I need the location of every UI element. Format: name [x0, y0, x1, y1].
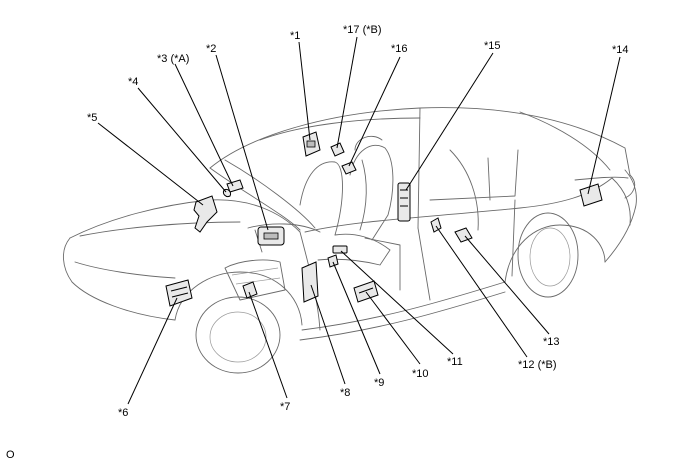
- leader-3: [174, 63, 234, 187]
- leader-12: [435, 225, 528, 358]
- leader-6: [127, 297, 178, 405]
- component-15: [397, 182, 411, 222]
- component-10: [353, 280, 379, 303]
- callout-2: *2: [206, 43, 216, 55]
- leader-11: [340, 250, 454, 355]
- component-12: [430, 217, 442, 233]
- components: [165, 131, 603, 307]
- car-outline: [63, 107, 637, 374]
- callout-17: *17 (*B): [343, 24, 382, 36]
- callout-7: *7: [280, 401, 290, 413]
- footer-code: O: [6, 449, 15, 461]
- callout-9: *9: [374, 377, 384, 389]
- component-1-detail: [306, 140, 316, 148]
- component-14: [579, 183, 603, 207]
- callout-10: *10: [412, 368, 429, 380]
- leader-14: [587, 56, 621, 195]
- component-2-detail: [263, 232, 279, 240]
- callout-11: *11: [447, 356, 463, 368]
- leader-13: [464, 235, 550, 335]
- callout-16: *16: [391, 43, 408, 55]
- callout-14: *14: [612, 44, 629, 56]
- leader-15: [405, 52, 494, 191]
- leader-lines: [97, 36, 621, 405]
- component-7: [242, 281, 258, 299]
- callout-labels: *1 *2 *3 (*A) *4 *5 *6 *7 *8 *9 *10 *11 …: [87, 24, 629, 419]
- callout-12: *12 (*B): [518, 359, 557, 371]
- callout-8: *8: [340, 387, 350, 399]
- callout-3: *3 (*A): [157, 53, 189, 65]
- leader-9: [332, 261, 381, 375]
- component-16: [341, 161, 357, 175]
- leader-16: [348, 56, 401, 167]
- leader-4: [137, 87, 227, 193]
- leader-5: [97, 122, 204, 206]
- component-8: [301, 261, 319, 303]
- callout-5: *5: [87, 112, 97, 124]
- component-17: [330, 142, 345, 157]
- callout-15: *15: [484, 40, 501, 52]
- component-3: [226, 179, 244, 193]
- component-5: [193, 195, 218, 233]
- callout-6: *6: [118, 407, 128, 419]
- component-13: [454, 227, 473, 243]
- callout-1: *1: [290, 30, 300, 42]
- component-11: [332, 245, 348, 254]
- leader-2: [215, 54, 269, 231]
- leader-17: [336, 36, 358, 149]
- leader-8: [310, 284, 346, 385]
- callout-4: *4: [128, 76, 138, 88]
- leader-7: [248, 291, 288, 399]
- car-interior: [224, 136, 479, 301]
- callout-13: *13: [543, 336, 560, 348]
- component-6: [165, 279, 193, 307]
- leader-10: [365, 291, 421, 365]
- leader-1: [298, 41, 311, 141]
- component-9: [327, 254, 339, 268]
